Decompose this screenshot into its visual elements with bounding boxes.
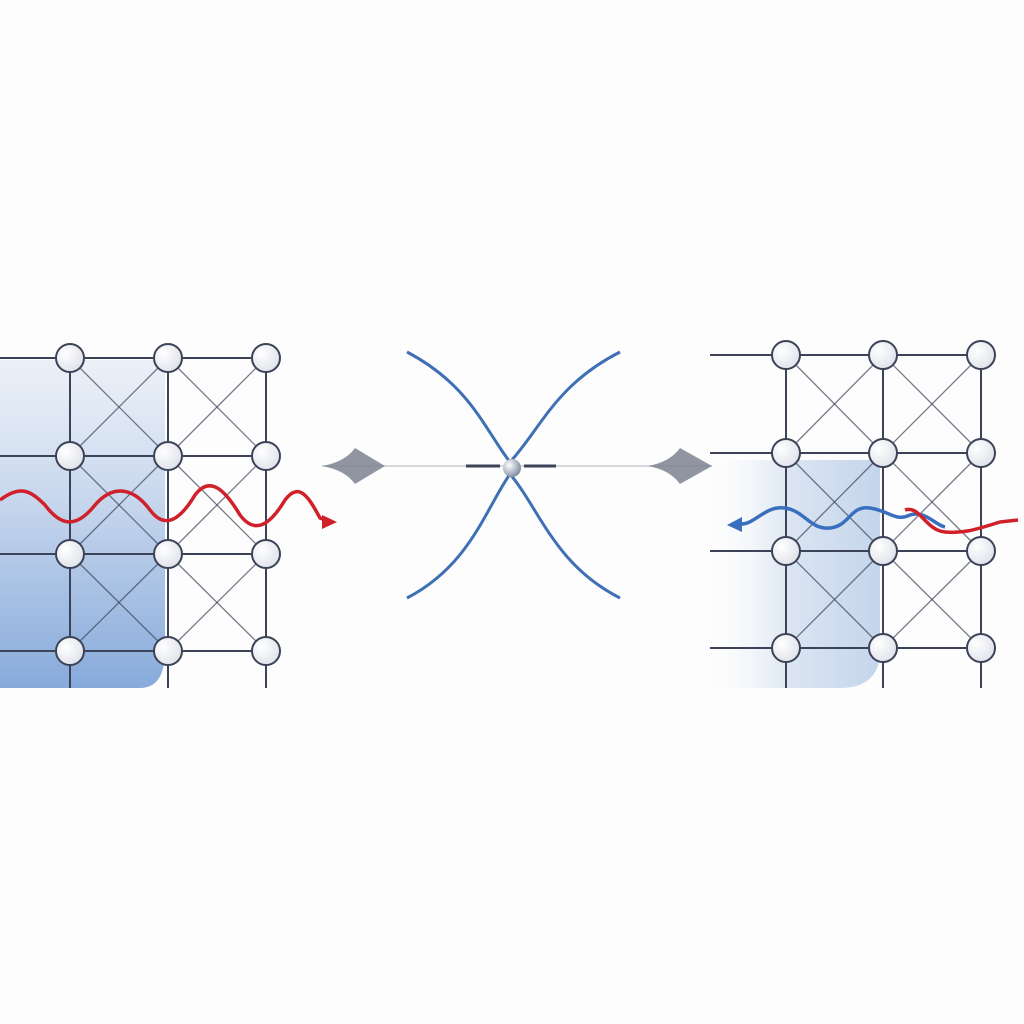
lattice-node <box>868 536 898 566</box>
lattice-diagonal <box>882 550 982 649</box>
blue-wave-right <box>739 506 946 530</box>
lattice-diagonal <box>785 550 884 649</box>
blue-arrowhead-right <box>727 517 742 532</box>
lattice-diagonal <box>882 452 982 552</box>
dispersion-lower-band <box>406 471 621 600</box>
lattice-node <box>868 633 898 663</box>
lattice-node <box>868 438 898 468</box>
lattice-node <box>55 343 85 373</box>
lattice-node <box>966 438 996 468</box>
lattice-node <box>55 539 85 569</box>
arrow-marker-right <box>648 448 712 484</box>
lattice-left <box>0 343 281 688</box>
lattice-diagonal <box>785 354 884 454</box>
red-wave-right <box>904 507 1019 535</box>
lattice-node <box>771 340 801 370</box>
lattice-node <box>771 633 801 663</box>
lattice-diagonal <box>167 357 267 457</box>
arrow-marker-left <box>322 448 385 484</box>
lattice-node <box>153 441 183 471</box>
lattice-node <box>55 636 85 666</box>
right-shaded-region <box>700 460 880 688</box>
lattice-node <box>55 441 85 471</box>
lattice-node <box>771 536 801 566</box>
lattice-diagonal <box>167 455 267 555</box>
lattice-diagonal <box>167 553 267 652</box>
lattice-diagonal <box>69 455 169 555</box>
lattice-node <box>251 539 281 569</box>
lattice-diagonal <box>69 357 169 457</box>
lattice-diagonal <box>882 354 982 454</box>
lattice-node <box>153 343 183 373</box>
lattice-node <box>251 441 281 471</box>
red-wave-left <box>0 484 331 528</box>
lattice-node <box>966 633 996 663</box>
lattice-diagonal <box>785 452 884 552</box>
lattice-node <box>966 340 996 370</box>
lattice-node <box>966 536 996 566</box>
lattice-node <box>868 340 898 370</box>
lattice-right <box>710 340 996 688</box>
lattice-node <box>771 438 801 468</box>
lattice-node <box>153 539 183 569</box>
lattice-node <box>251 636 281 666</box>
lattice-node <box>153 636 183 666</box>
crossing-point-sphere <box>503 459 521 477</box>
dispersion-upper-band <box>406 350 621 465</box>
left-shaded-region <box>0 360 165 688</box>
lattice-diagonal <box>69 553 169 652</box>
lattice-node <box>251 343 281 373</box>
red-arrowhead-left <box>322 515 337 529</box>
